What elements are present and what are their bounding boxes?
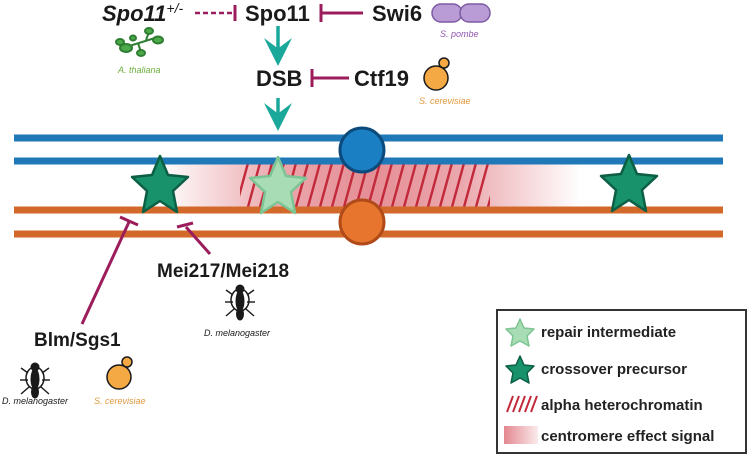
spo11-label: Spo11 (245, 1, 310, 26)
legend-repair-label: repair intermediate (541, 324, 676, 341)
crossover-precursor-star-left (130, 154, 190, 214)
legend: repair intermediate crossover precursor … (496, 309, 747, 454)
legend-effect-label: centromere effect signal (541, 428, 714, 445)
budding-yeast-icon (423, 57, 450, 91)
species-s-pombe: S. pombe (440, 29, 479, 39)
swi6-label: Swi6 (372, 1, 422, 26)
legend-light-star-icon (505, 318, 535, 347)
blm-inhibition-bar (119, 215, 139, 227)
legend-effect-swatch (504, 426, 538, 444)
species-d-melanogaster-mid: D. melanogaster (204, 328, 271, 338)
budding-yeast-icon (106, 356, 133, 390)
species-a-thaliana: A. thaliana (117, 65, 161, 75)
species-s-cerevisiae-low: S. cerevisiae (94, 396, 146, 406)
fruit-fly-icon (20, 362, 50, 399)
mei217-inhibition-line (184, 226, 212, 255)
legend-alpha-label: alpha heterochromatin (541, 397, 703, 414)
legend-crossover-label: crossover precursor (541, 361, 687, 378)
dsb-label: DSB (256, 66, 302, 91)
blm-label: Blm/Sgs1 (34, 330, 121, 351)
legend-alpha-stripes-icon (506, 395, 538, 413)
fruit-fly-icon (225, 284, 255, 321)
mei217-inhibition-bar (176, 221, 194, 229)
centromere-orange (338, 198, 386, 246)
species-d-melanogaster-low: D. melanogaster (2, 396, 69, 406)
crossover-precursor-star-right (599, 153, 659, 213)
plant-icon (115, 27, 164, 57)
mei217-label: Mei217/Mei218 (157, 261, 289, 282)
fission-yeast-icon (431, 3, 491, 23)
legend-green-star-icon (505, 355, 535, 384)
blm-inhibition-line (80, 221, 131, 325)
repair-intermediate-star (248, 155, 308, 215)
species-s-cerevisiae-top: S. cerevisiae (419, 96, 471, 106)
ctf19-label: Ctf19 (354, 66, 409, 91)
centromere-blue (338, 126, 386, 174)
spo11-het-label: Spo11+/- (102, 0, 183, 26)
